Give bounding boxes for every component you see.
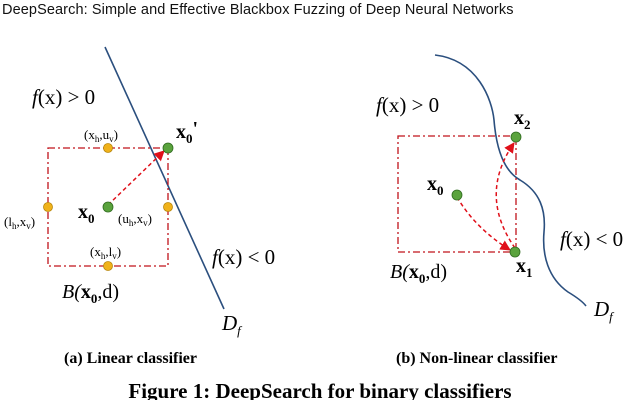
boundary-label: Df	[221, 311, 243, 338]
caption-a: (a) Linear classifier	[64, 350, 197, 367]
ball-label: B(x0,d)	[62, 281, 119, 306]
vertex-right-dot	[163, 202, 173, 212]
positive-region-label: f(x) > 0	[32, 85, 95, 109]
decision-boundary-curve	[434, 54, 587, 307]
x0-dot	[102, 201, 114, 213]
x2-dot	[510, 131, 522, 143]
search-arrow	[107, 150, 165, 206]
positive-region-label: f(x) > 0	[376, 93, 439, 117]
search-arrow-2	[495, 142, 516, 249]
decision-boundary-line	[104, 46, 225, 310]
x0-prime-label: x0'	[176, 118, 198, 146]
negative-region-label: f(x) < 0	[212, 245, 275, 269]
vertex-left-label: (lh,xv)	[4, 214, 35, 231]
negative-region-label: f(x) < 0	[560, 227, 623, 251]
x0-dot	[451, 189, 463, 201]
panel-b: f(x) > 0 f(x) < 0 Df x0 x1 x2 B(x0,d) (b…	[376, 54, 623, 367]
vertex-top-label: (xh,uv)	[84, 127, 118, 144]
vertex-left-dot	[43, 202, 53, 212]
ball-label: B(x0,d)	[390, 261, 447, 286]
x0-label: x0	[427, 173, 444, 198]
ball-box	[397, 135, 517, 253]
vertex-right-label: (uh,xv)	[118, 211, 152, 228]
x0-prime-dot	[162, 142, 174, 154]
x0-label: x0	[78, 201, 95, 226]
vertex-bottom-label: (xh,lv)	[90, 244, 121, 261]
running-header: DeepSearch: Simple and Effective Blackbo…	[2, 2, 514, 18]
x1-dot	[509, 246, 521, 258]
x1-label: x1	[516, 255, 533, 280]
panel-a: f(x) > 0 f(x) < 0 Df (xh,uv) (lh,xv) (uh…	[4, 46, 275, 367]
vertex-top-dot	[103, 143, 113, 153]
boundary-label: Df	[593, 297, 615, 324]
figure-caption: Figure 1: DeepSearch for binary classifi…	[128, 379, 511, 400]
search-arrow-1	[456, 196, 511, 251]
x2-label: x2	[514, 107, 531, 132]
vertex-bottom-dot	[103, 261, 113, 271]
caption-b: (b) Non-linear classifier	[396, 350, 557, 367]
